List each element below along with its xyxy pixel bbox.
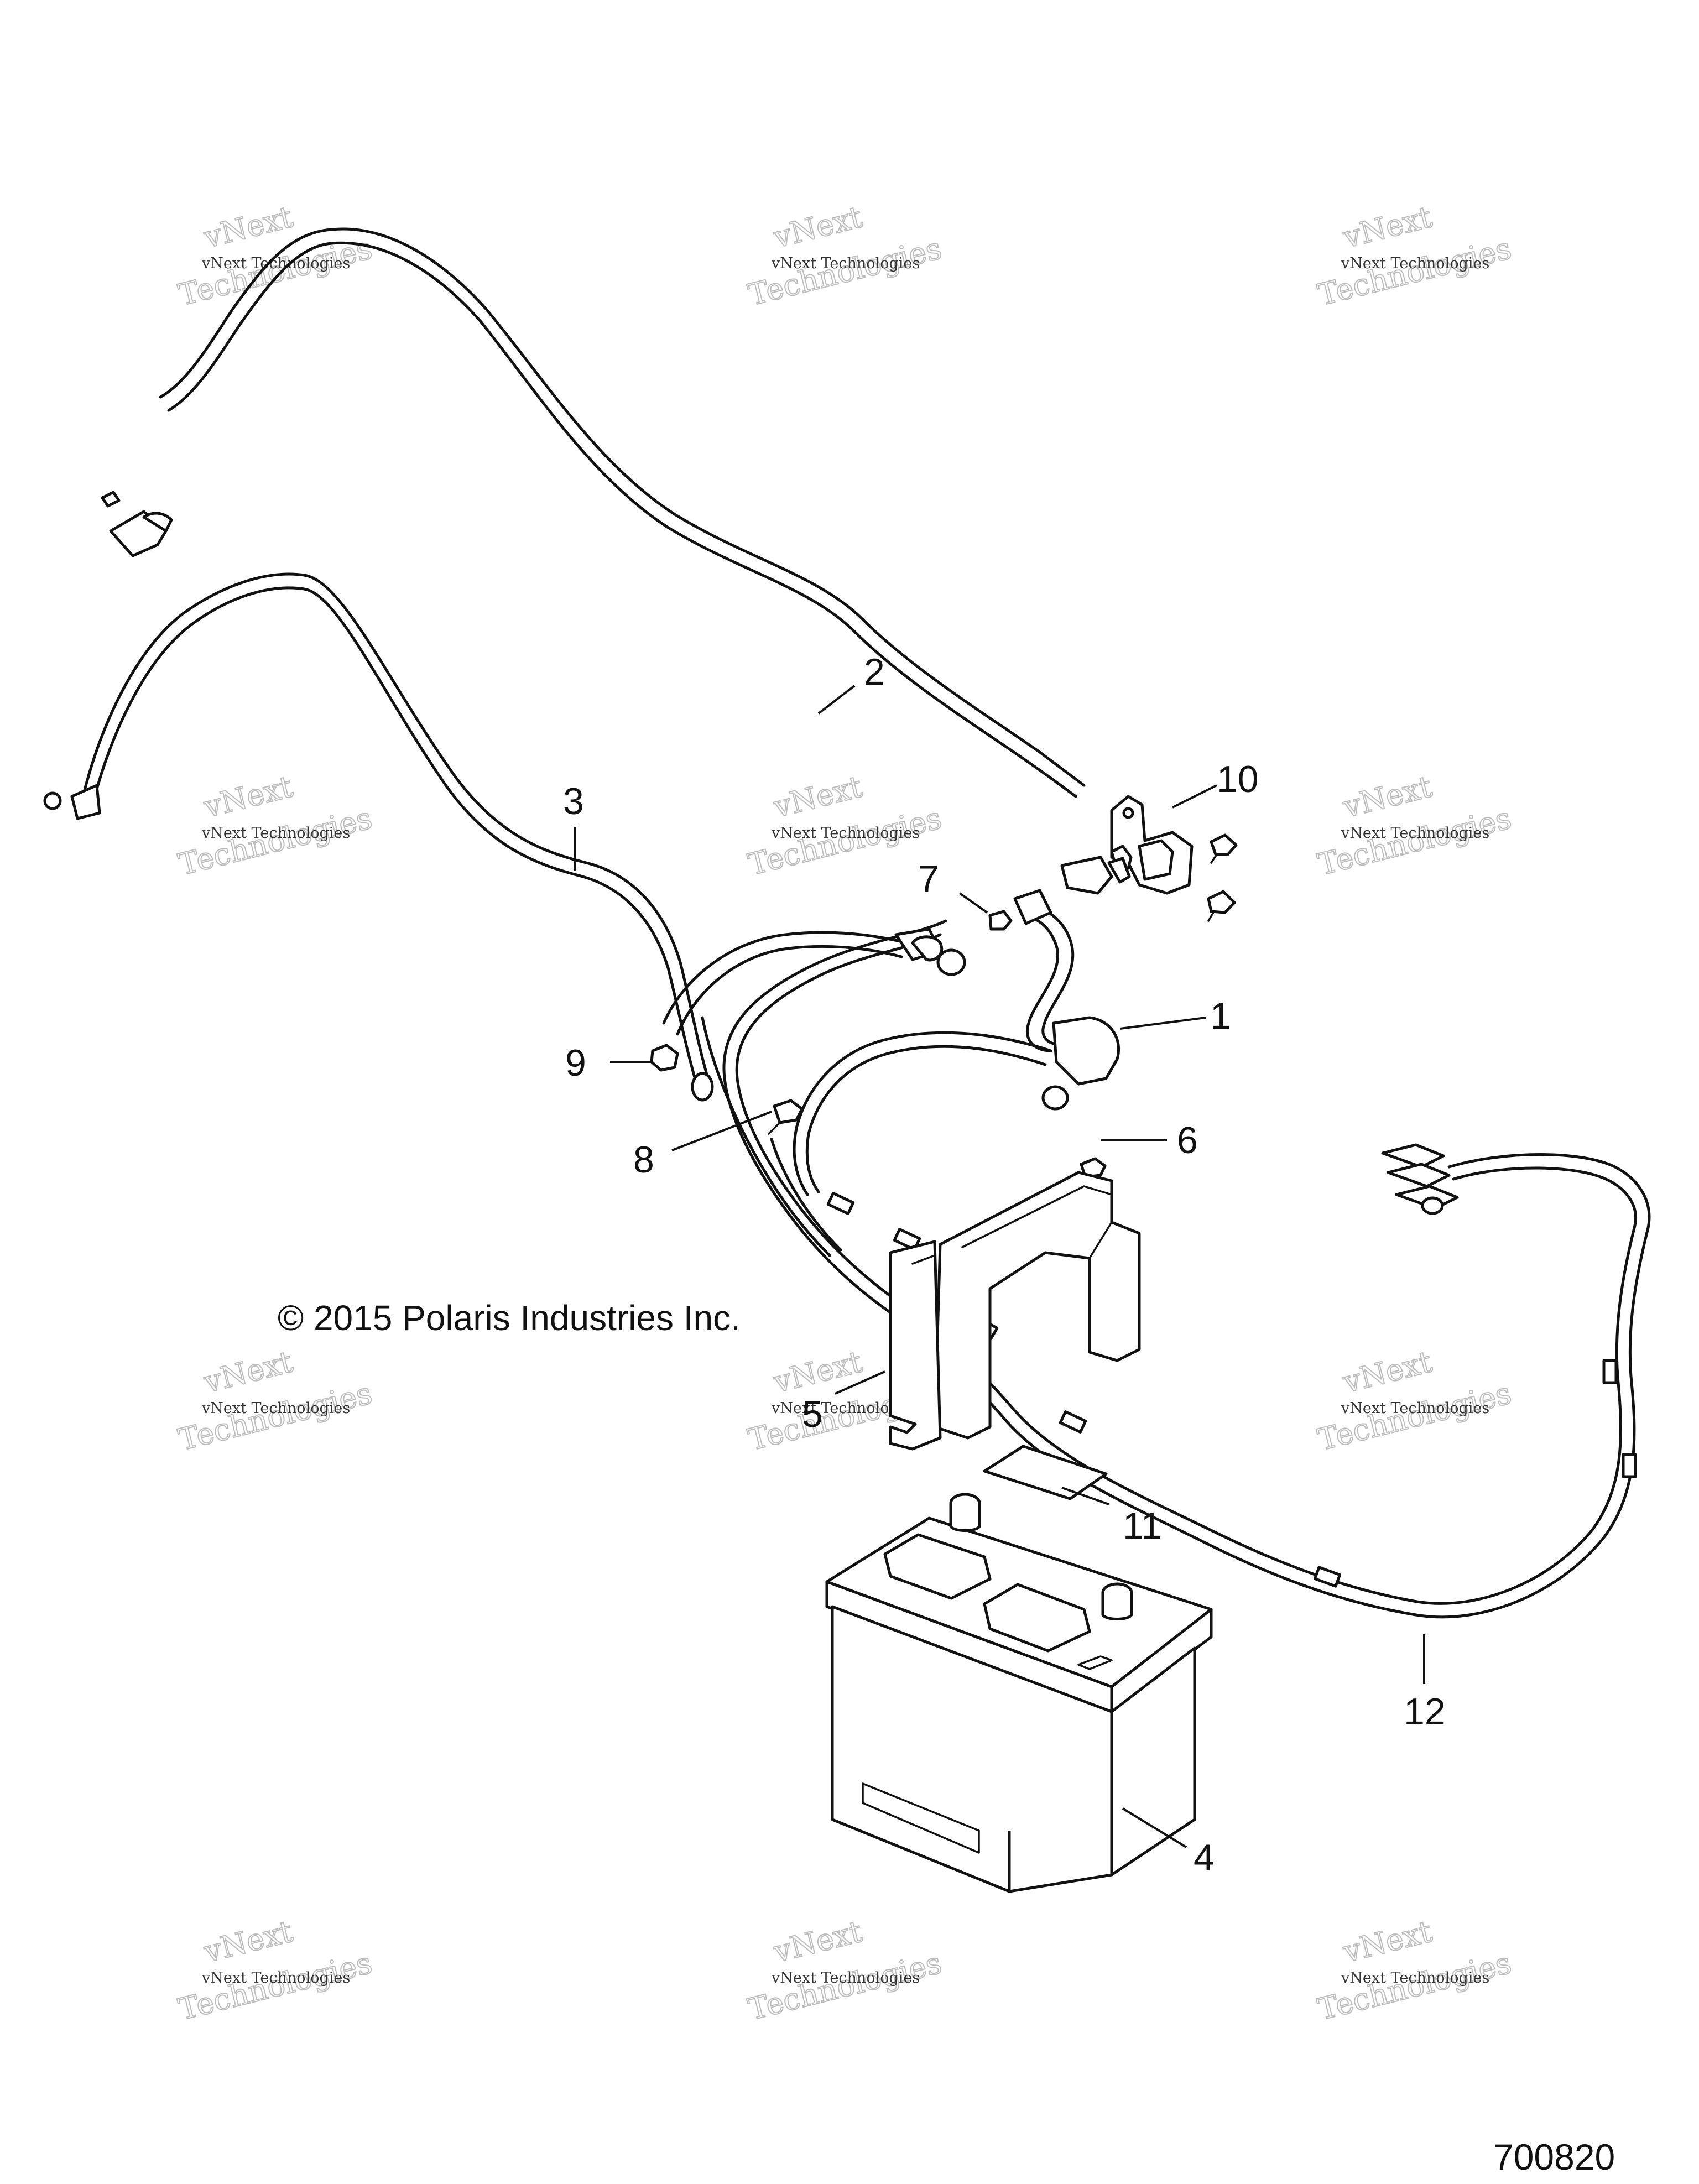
harness-12 (701, 919, 1651, 1619)
callout-9: 9 (565, 1042, 586, 1084)
watermark: vNext Technologies vNext Technologies (175, 768, 376, 883)
svg-text:vNext: vNext (200, 1914, 296, 1969)
leader-7 (958, 892, 988, 914)
svg-text:vNext Technologies: vNext Technologies (771, 825, 920, 842)
svg-text:vNext Technologies: vNext Technologies (771, 1969, 920, 1987)
part-10-relay (1107, 795, 1194, 895)
leader-8 (671, 1111, 772, 1151)
part-8-screw (768, 1099, 804, 1135)
leader-2 (817, 685, 856, 715)
part-4-battery (825, 1493, 1213, 1893)
battery-cable (662, 927, 966, 1036)
cable-3 (43, 572, 714, 1102)
copyright-notice: © 2015 Polaris Industries Inc. (278, 1298, 741, 1338)
callout-5: 5 (802, 1393, 823, 1435)
part-10-screws (1207, 833, 1238, 922)
svg-text:vNext: vNext (770, 1344, 866, 1400)
watermark: vNext Technologies vNext Technologies (175, 1913, 376, 2027)
leader-10 (1172, 784, 1217, 809)
watermark: vNext Technologies vNext Technologies (744, 1913, 946, 2027)
svg-text:vNext: vNext (1340, 199, 1436, 255)
figure-number: 700820 (1493, 2136, 1615, 2177)
watermark: vNext Technologies vNext Technologies (744, 768, 946, 883)
leader-4 (1122, 1807, 1187, 1848)
svg-text:vNext Technologies: vNext Technologies (201, 1969, 350, 1987)
callout-numbers: 1 2 3 4 5 6 7 8 9 10 11 12 (563, 651, 1446, 1879)
callout-12: 12 (1404, 1691, 1446, 1733)
callout-4: 4 (1194, 1837, 1215, 1879)
part-9-bolt (650, 1044, 679, 1072)
svg-text:vNext: vNext (770, 199, 866, 255)
svg-text:vNext: vNext (1340, 1344, 1436, 1400)
watermark: vNext Technologies vNext Technologies (1314, 1913, 1515, 2027)
callout-11: 11 (1123, 1505, 1162, 1547)
watermark: vNext Technologies vNext Technologies (175, 1343, 376, 1458)
callout-3: 3 (563, 780, 584, 822)
callout-7: 7 (918, 858, 939, 900)
part-5-bracket (889, 1171, 1141, 1451)
leader-5 (835, 1370, 885, 1395)
watermark: vNext Technologies vNext Technologies (1314, 199, 1515, 313)
watermark: vNext Technologies vNext Technologies (744, 199, 946, 313)
callout-2: 2 (864, 651, 885, 693)
part-7-nut (988, 910, 1013, 931)
svg-text:vNext: vNext (1340, 1914, 1436, 1969)
leader-lines (574, 685, 1425, 1848)
svg-text:vNext Technologies: vNext Technologies (201, 1400, 350, 1417)
cable-2-terminal (1060, 856, 1113, 895)
svg-text:vNext Technologies: vNext Technologies (1341, 825, 1489, 842)
callout-1: 1 (1210, 995, 1231, 1037)
svg-text:vNext Technologies: vNext Technologies (1341, 1969, 1489, 1987)
cable-1-ring-lug (1041, 1085, 1069, 1111)
cable-2 (101, 227, 1113, 895)
watermark: vNext Technologies vNext Technologies (1314, 768, 1515, 883)
part-11-decal (983, 1445, 1108, 1500)
svg-text:vNext: vNext (770, 769, 866, 825)
svg-text:vNext Technologies: vNext Technologies (201, 825, 350, 842)
cable-3-ring-lug (70, 784, 101, 820)
cable-3-nut (43, 791, 62, 810)
svg-text:vNext: vNext (770, 1914, 866, 1969)
cable-2-nut (101, 491, 121, 508)
svg-text:vNext: vNext (1340, 769, 1436, 825)
leader-1 (1119, 1017, 1206, 1030)
cable-1-boot (1052, 1016, 1120, 1086)
cable-1-boot-top (1013, 889, 1052, 925)
leader-11 (1061, 1487, 1109, 1505)
callout-6: 6 (1177, 1119, 1198, 1161)
svg-text:vNext Technologies: vNext Technologies (1341, 255, 1489, 272)
callout-10: 10 (1217, 758, 1259, 800)
callout-8: 8 (633, 1139, 654, 1181)
svg-text:vNext: vNext (200, 199, 296, 255)
svg-text:vNext: vNext (200, 769, 296, 825)
cable-1 (793, 889, 1120, 1196)
svg-text:vNext Technologies: vNext Technologies (771, 255, 920, 272)
svg-text:vNext Technologies: vNext Technologies (1341, 1400, 1489, 1417)
svg-text:vNext: vNext (200, 1344, 296, 1400)
watermark: vNext Technologies vNext Technologies (1314, 1343, 1515, 1458)
battery-clamp (936, 948, 966, 976)
